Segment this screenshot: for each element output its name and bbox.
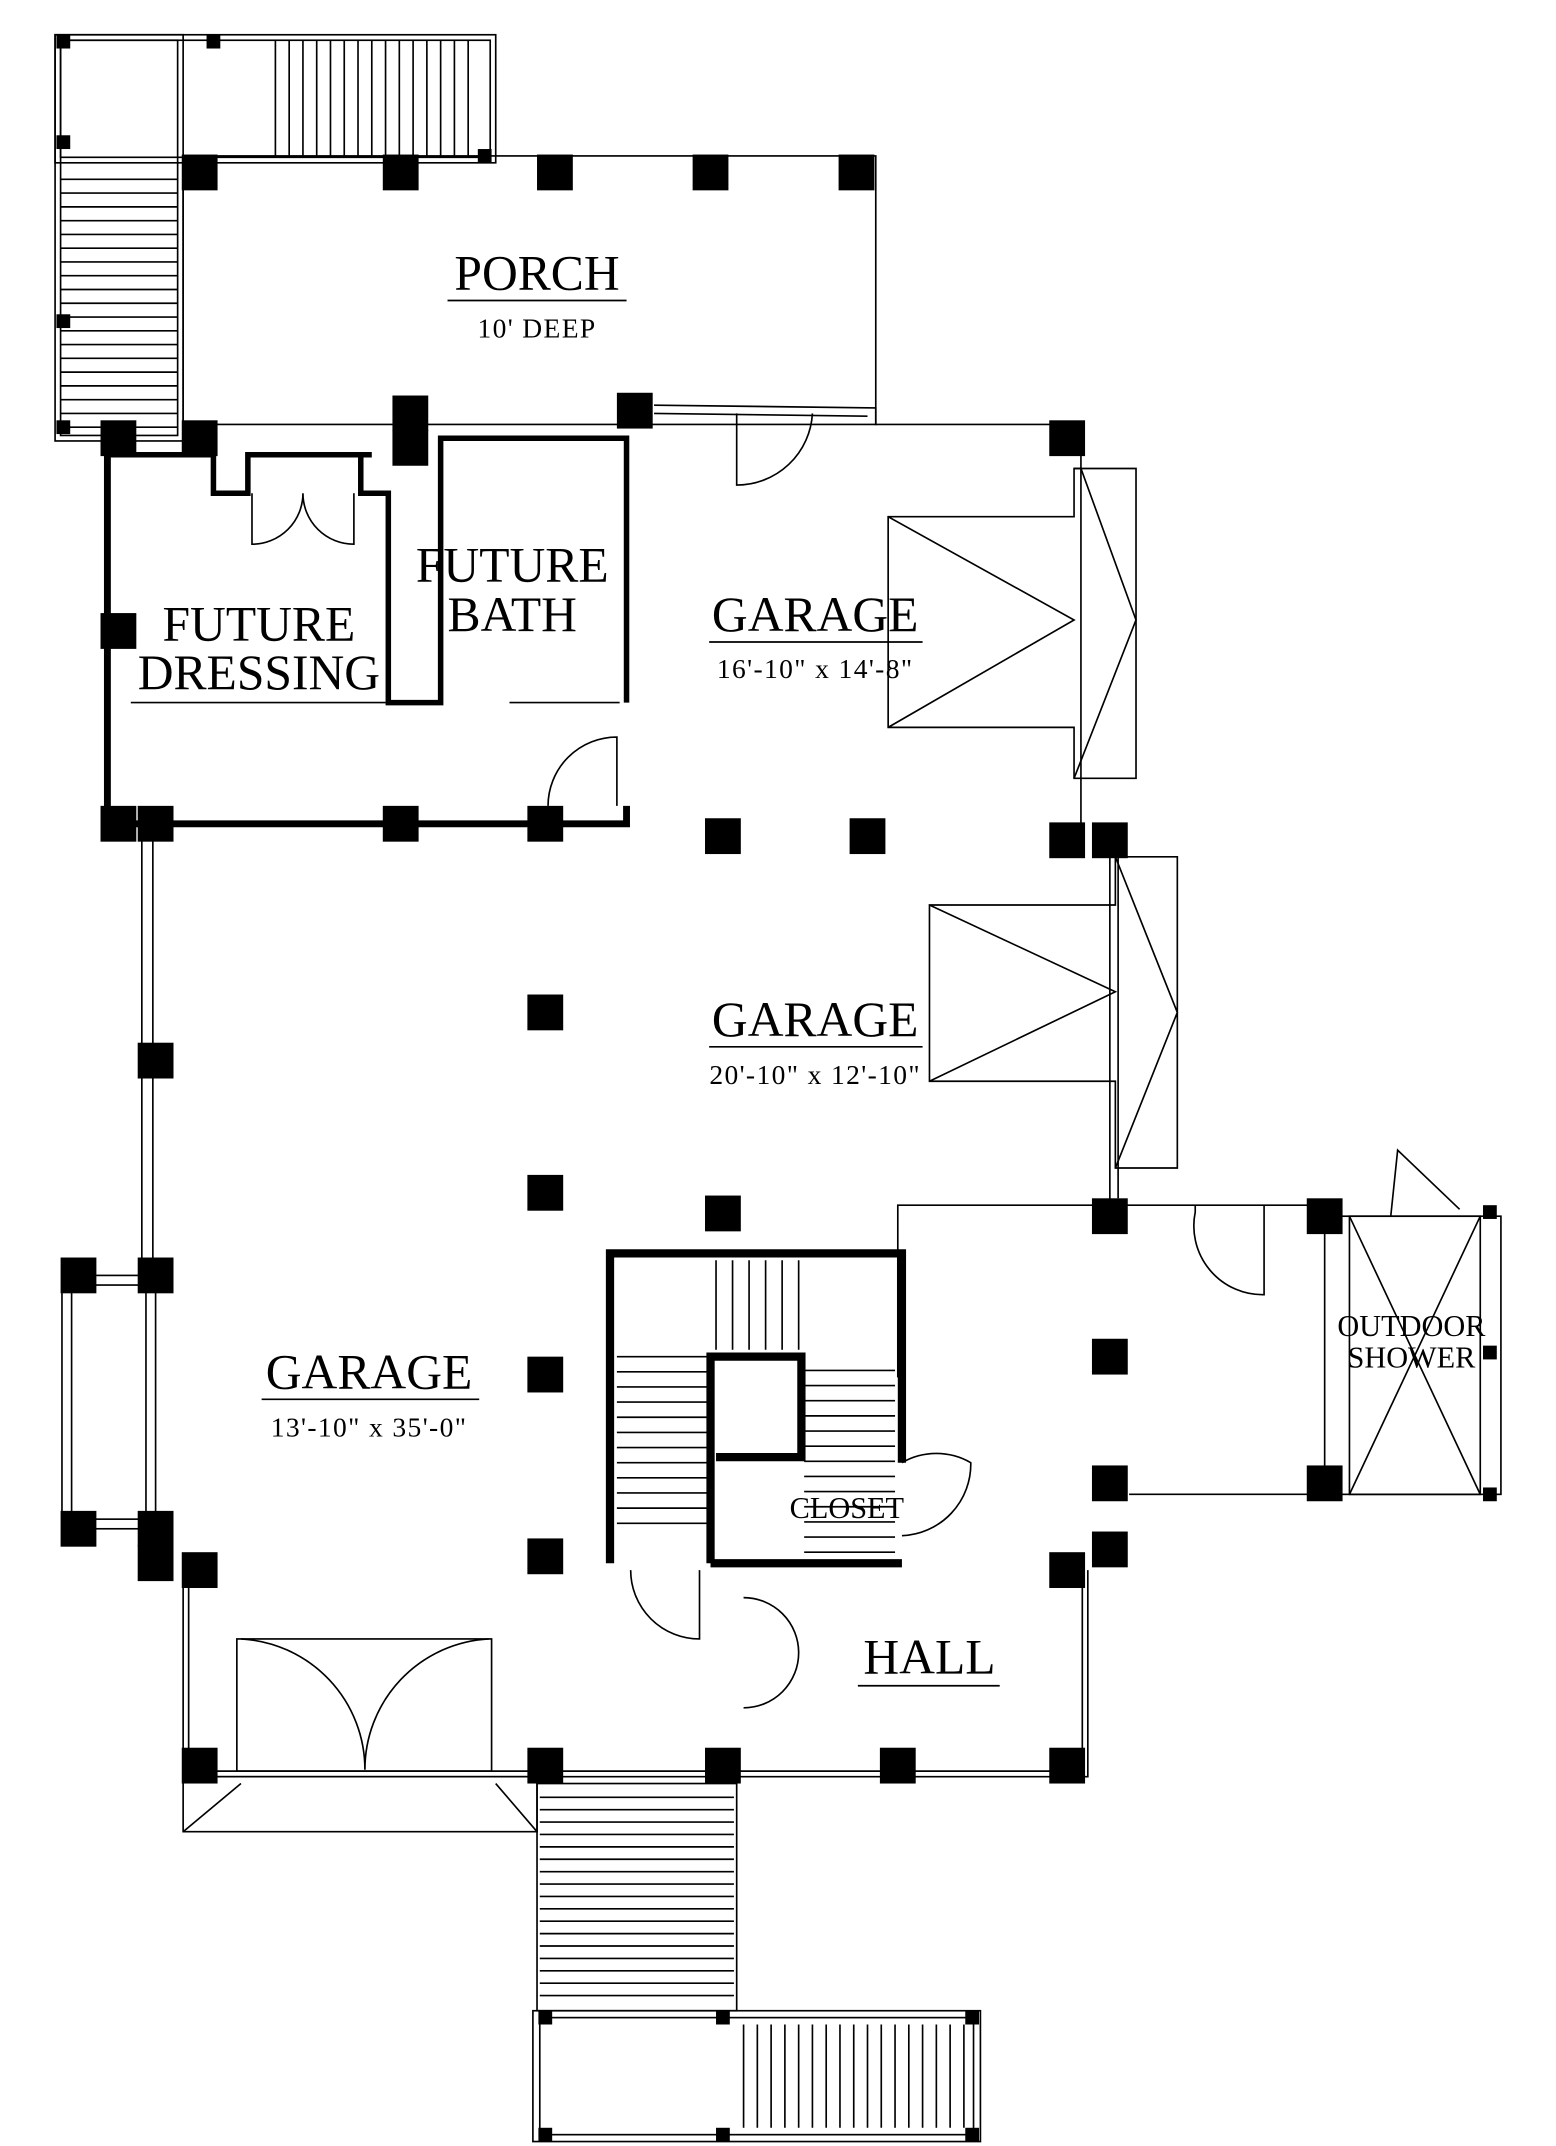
future-bath-line2: BATH [448, 587, 577, 642]
future-dressing-line1: FUTURE [162, 597, 355, 652]
outdoor-shower-line2: SHOWER [1347, 1341, 1476, 1375]
column-post [181, 1747, 218, 1784]
garage-left-size: 13'-10" x 35'-0" [271, 1412, 468, 1443]
top-stairs [54, 33, 497, 442]
rail-post [538, 2127, 553, 2142]
garage-door-upper [887, 467, 1137, 780]
column-post [137, 805, 174, 842]
rail-post [965, 2010, 980, 2025]
rail-post [477, 149, 492, 163]
doors [240, 413, 1461, 1770]
column-post [392, 429, 429, 466]
rail-post [965, 2127, 980, 2142]
stair-core [605, 1249, 907, 1568]
column-post [100, 420, 137, 457]
column-post [527, 1174, 564, 1211]
rail-post [56, 34, 71, 49]
rail-post [716, 2010, 730, 2025]
column-post [181, 1552, 218, 1588]
porch-size: 10' DEEP [477, 313, 596, 344]
porch-outline [182, 155, 877, 426]
rail-post [56, 420, 71, 435]
future-dressing-line2: DRESSING [138, 645, 380, 700]
column-post [527, 994, 564, 1031]
column-post [692, 154, 729, 191]
column-post [137, 1257, 174, 1294]
garage-left-label: GARAGE [266, 1344, 473, 1399]
garage-door-middle [928, 855, 1179, 1169]
column-post [1091, 1338, 1128, 1375]
garage-upper-size: 16'-10" x 14'-8" [717, 653, 914, 684]
column-post [849, 818, 886, 855]
rail-post [538, 2010, 553, 2025]
column-post [1091, 1465, 1128, 1502]
porch-label: PORCH [454, 245, 619, 300]
column-post [1091, 822, 1128, 859]
column-post [537, 154, 573, 191]
column-post [60, 1257, 97, 1294]
rail-post [1483, 1345, 1497, 1360]
rail-post [1483, 1487, 1497, 1502]
column-post [616, 392, 653, 429]
rail-post [56, 314, 71, 329]
column-post [879, 1747, 916, 1784]
garage-upper-label: GARAGE [712, 587, 919, 642]
rail-post [716, 2127, 730, 2142]
column-post [527, 1356, 564, 1393]
column-post [137, 1042, 174, 1079]
column-post [181, 154, 218, 191]
column-post [1049, 1747, 1086, 1784]
column-post [1091, 1531, 1128, 1568]
column-post [527, 1747, 564, 1784]
column-post [1049, 1552, 1086, 1588]
column-post [1049, 420, 1086, 457]
column-post [705, 818, 741, 855]
column-post [838, 154, 875, 191]
closet-label: CLOSET [790, 1491, 904, 1525]
column-post [137, 1545, 174, 1582]
rail-post [56, 135, 71, 150]
column-post [392, 395, 429, 432]
rail-post [206, 34, 221, 49]
bottom-stairs [532, 1782, 982, 2143]
column-post [100, 805, 137, 842]
column-post [1049, 822, 1086, 859]
column-post [527, 805, 564, 842]
column-post [181, 420, 218, 457]
future-bath-line1: FUTURE [416, 537, 609, 592]
column-post [1091, 1198, 1128, 1235]
garage-middle-size: 20'-10" x 12'-10" [709, 1059, 921, 1090]
column-post [1306, 1465, 1343, 1502]
hall-label: HALL [863, 1629, 995, 1684]
column-post [705, 1195, 741, 1232]
column-post [100, 613, 137, 649]
column-post [60, 1510, 97, 1547]
garage-middle-label: GARAGE [712, 992, 919, 1047]
column-post [382, 805, 419, 842]
column-post [382, 154, 419, 191]
rail-post [1483, 1205, 1497, 1219]
posts [56, 34, 1497, 2142]
column-post [527, 1538, 564, 1575]
column-post [1306, 1198, 1343, 1235]
outdoor-shower-line1: OUTDOOR [1337, 1309, 1486, 1343]
column-post [705, 1747, 741, 1784]
column-post [137, 1510, 174, 1547]
